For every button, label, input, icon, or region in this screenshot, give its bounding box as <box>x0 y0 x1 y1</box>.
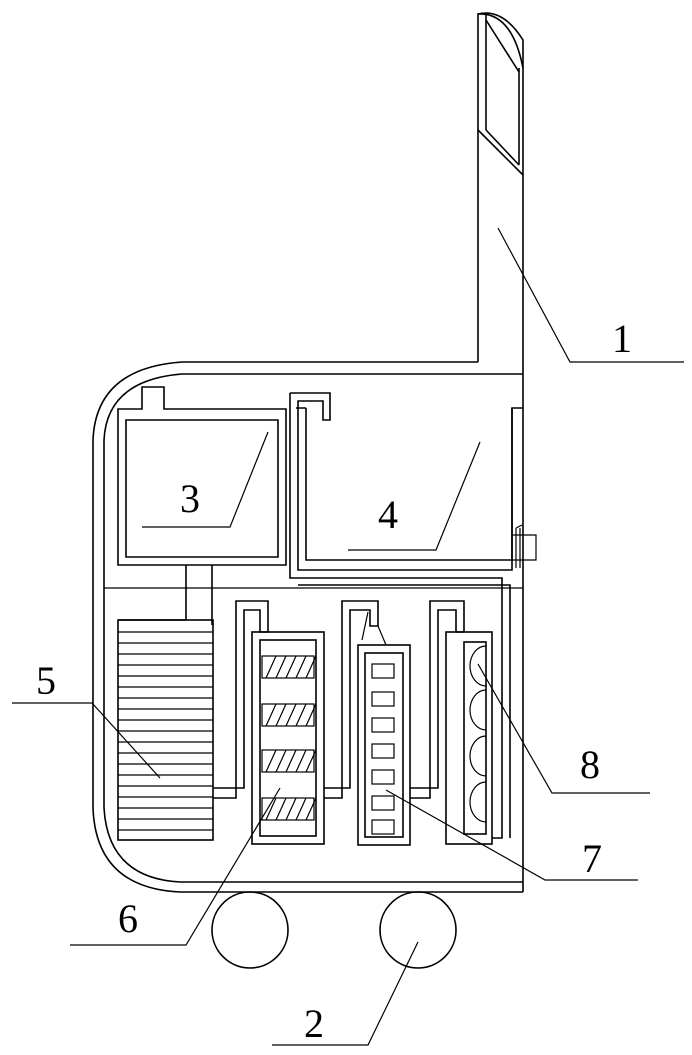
lobe <box>469 781 487 823</box>
hatch-stroke <box>295 655 307 679</box>
callout-4: 4 <box>378 492 398 537</box>
leader-lines <box>12 227 684 1046</box>
callout-5: 5 <box>36 658 56 703</box>
hatch-stroke <box>305 749 317 773</box>
cell-square <box>371 717 395 733</box>
lobe <box>469 645 487 687</box>
lobe <box>469 689 487 731</box>
hatched-block <box>261 703 315 727</box>
callout-1: 1 <box>612 316 632 361</box>
hatch-stroke <box>265 797 277 821</box>
hatch-stroke <box>285 655 297 679</box>
cell-square <box>371 769 395 785</box>
leader-8 <box>477 663 650 794</box>
callout-6: 6 <box>118 896 138 941</box>
cell-cartridge <box>357 644 411 846</box>
callout-3: 3 <box>180 476 200 521</box>
cell-square <box>371 663 395 679</box>
hatch-stroke <box>295 703 307 727</box>
cell-square <box>371 795 395 811</box>
callout-2: 2 <box>304 1001 324 1046</box>
fin-stack <box>117 619 214 841</box>
pipe-6-7 <box>324 600 387 799</box>
hatch-stroke <box>275 655 287 679</box>
hatch-stroke <box>285 703 297 727</box>
cell-square <box>371 743 395 759</box>
leader-6 <box>70 787 281 946</box>
leader-7 <box>385 789 638 881</box>
leader-1 <box>497 227 684 363</box>
leader-4 <box>348 441 481 551</box>
hatched-block <box>261 749 315 773</box>
callout-8: 8 <box>580 742 600 787</box>
tank-left <box>117 386 287 625</box>
hatch-stroke <box>275 749 287 773</box>
wheel-right <box>379 891 457 969</box>
cell-square <box>371 819 395 835</box>
hatch-stroke <box>285 749 297 773</box>
wheels <box>211 891 457 969</box>
hatch-stroke <box>305 655 317 679</box>
leader-3 <box>142 431 269 528</box>
leader-2 <box>272 941 419 1046</box>
hatched-block <box>261 797 315 821</box>
hatch-stroke <box>265 655 277 679</box>
main-housing <box>92 361 523 893</box>
cell-square <box>371 691 395 707</box>
intake-tube <box>477 12 524 892</box>
hatch-stroke <box>295 749 307 773</box>
pipe-7-8 <box>410 600 465 799</box>
hatch-stroke <box>305 703 317 727</box>
callout-7: 7 <box>582 836 602 881</box>
hatch-stroke <box>265 749 277 773</box>
hatch-stroke <box>305 797 317 821</box>
hatch-stroke <box>275 797 287 821</box>
hatch-stroke <box>275 703 287 727</box>
lobe <box>469 735 487 777</box>
tank-right <box>289 392 537 839</box>
wheel-left <box>211 891 289 969</box>
hatch-stroke <box>265 703 277 727</box>
hatch-stroke <box>285 797 297 821</box>
hatched-block <box>261 655 315 679</box>
callout-labels: 1 2 3 4 5 6 7 8 <box>36 316 632 1046</box>
lobed-cartridge <box>445 631 493 845</box>
leader-5 <box>12 702 161 779</box>
hatch-stroke <box>295 797 307 821</box>
hatched-cartridge <box>251 631 325 845</box>
